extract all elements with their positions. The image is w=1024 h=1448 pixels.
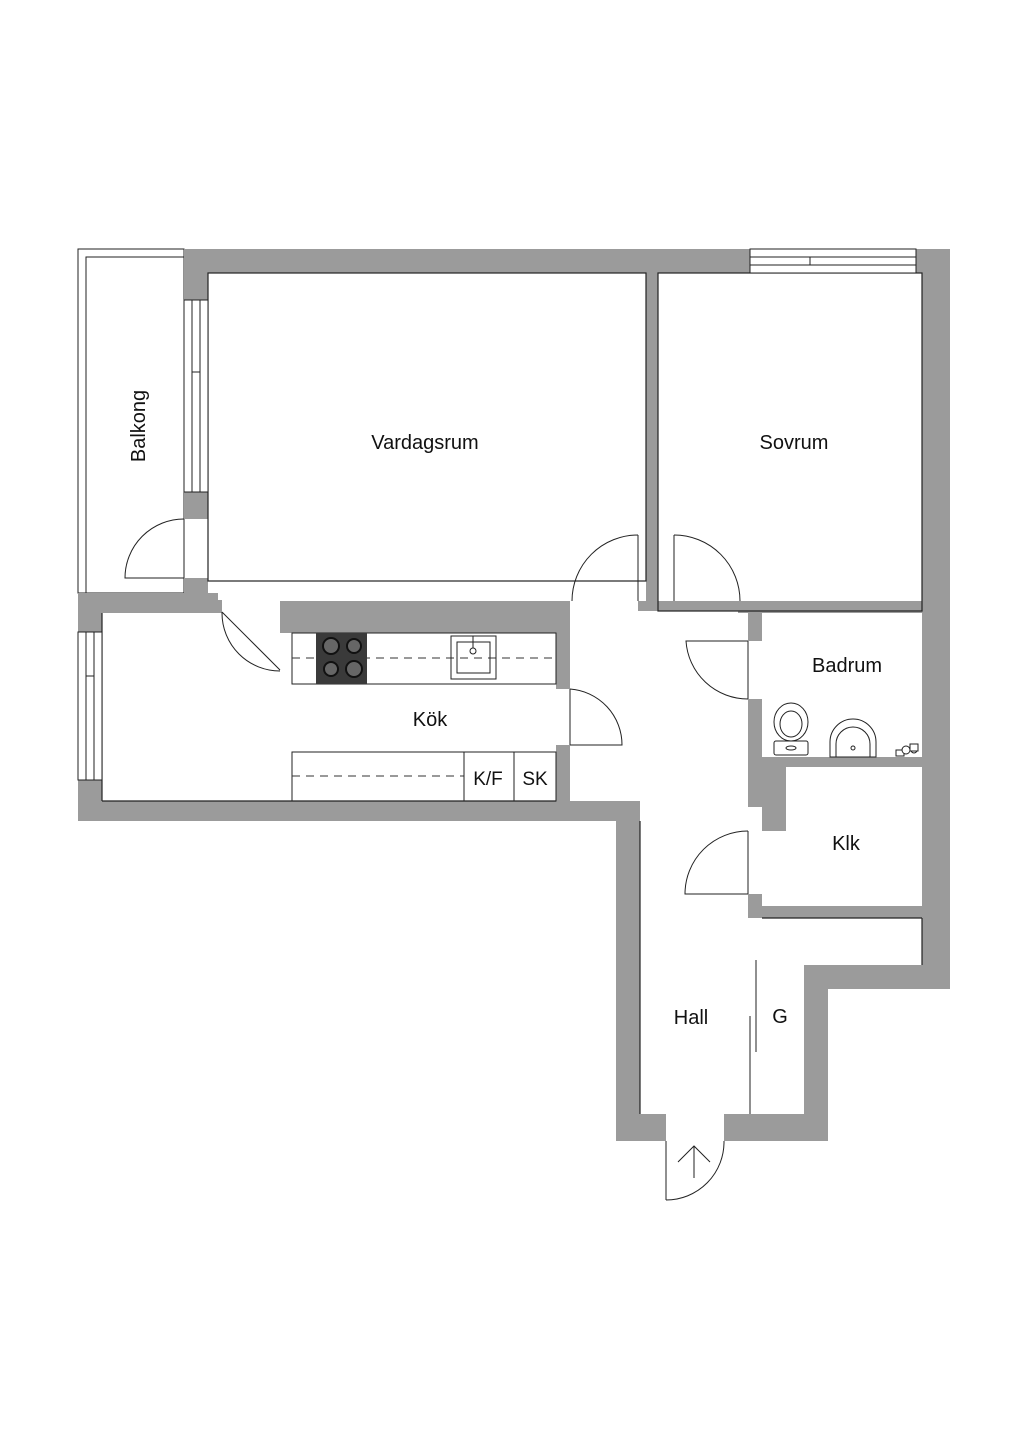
door-bedroom (673, 534, 741, 602)
room-label-klk: Klk (832, 833, 861, 855)
room-label-kok: Kök (413, 709, 448, 731)
door-bathroom (685, 640, 749, 700)
door-living-hall (571, 534, 639, 602)
door-balcony (124, 518, 185, 579)
doors (124, 518, 757, 1201)
room-label-hall: Hall (674, 1007, 708, 1029)
kitchen-counter-top (291, 632, 557, 685)
door-kitchen-hall (569, 688, 623, 746)
room-outlines (101, 272, 923, 1114)
door-entrance (665, 1140, 725, 1201)
room-label-balkong: Balkong (128, 390, 150, 462)
room-label-sovrum: Sovrum (760, 432, 829, 454)
door-living-kitchen (221, 611, 281, 672)
wardrobe-sliding-doors (749, 960, 757, 1114)
room-label-vardagsrum: Vardagsrum (371, 432, 478, 454)
stove-icon (316, 633, 367, 684)
toilet-icon (773, 702, 809, 756)
tap-icon (895, 743, 919, 757)
window-top-bedroom (749, 248, 917, 274)
fridge-freezer-label: K/F (473, 769, 503, 790)
window-kitchen-west (77, 631, 103, 781)
door-klk (684, 830, 749, 895)
room-label-badrum: Badrum (812, 655, 882, 677)
window-living-west (183, 299, 209, 493)
walls (78, 249, 950, 1141)
room-label-garderob: G (772, 1006, 788, 1028)
washbasin-icon (829, 718, 877, 758)
sink-icon (450, 635, 497, 680)
cabinet-label: SK (522, 769, 548, 790)
kitchen-counter-bottom: K/F SK (291, 751, 557, 802)
